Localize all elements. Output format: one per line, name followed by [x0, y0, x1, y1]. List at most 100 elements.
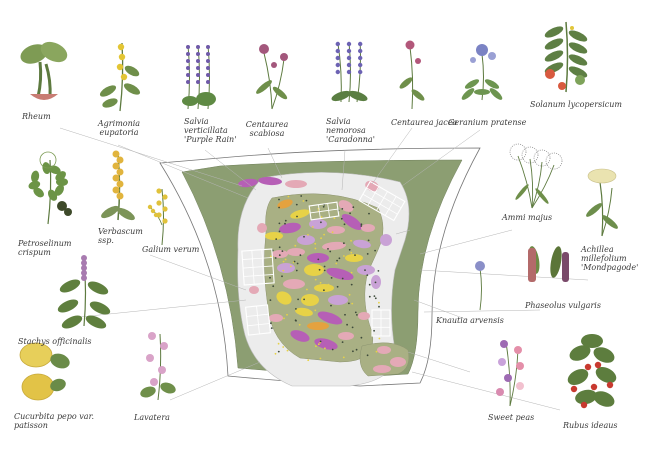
seed-dot — [374, 281, 377, 284]
leaf — [117, 207, 135, 221]
flower — [358, 48, 363, 54]
seed-dot — [341, 341, 344, 343]
leaf — [123, 83, 141, 95]
flower — [570, 26, 574, 30]
seed-dot — [352, 350, 354, 353]
seed-dot — [296, 215, 298, 218]
label-ammi: Ammi majus — [502, 213, 553, 222]
label-centaurea-jacea: Centaurea jacea — [391, 118, 458, 127]
seed-dot — [329, 250, 332, 253]
seed-dot — [296, 262, 299, 265]
stem — [505, 341, 511, 407]
leaf — [182, 96, 198, 106]
leaf — [568, 54, 588, 66]
flower — [186, 45, 190, 49]
seed-dot — [319, 281, 322, 284]
cold-frame — [358, 180, 406, 222]
cucurbita-illustration — [19, 342, 70, 401]
leaf — [399, 77, 413, 89]
planting-blob — [353, 239, 371, 249]
flower — [112, 186, 120, 194]
corner-bed — [359, 342, 410, 377]
leader-line — [341, 149, 346, 191]
seed-dot — [270, 327, 273, 329]
seed-dot — [344, 313, 346, 316]
leaf — [602, 215, 618, 229]
planting-blob — [380, 234, 392, 246]
flower — [206, 52, 210, 56]
seed-dot — [274, 352, 277, 355]
flower — [335, 48, 340, 54]
leader-line — [371, 127, 413, 185]
flower — [81, 255, 87, 261]
seed-dot — [319, 357, 322, 360]
flower — [335, 41, 340, 47]
leaf — [55, 171, 66, 181]
leaf — [33, 187, 44, 198]
seed-dot — [360, 225, 363, 227]
stem — [531, 164, 555, 209]
solanum-illustration — [544, 21, 588, 93]
planting-blob — [283, 279, 305, 289]
stem — [565, 21, 569, 93]
seed-dot — [297, 298, 299, 301]
flower — [81, 270, 87, 276]
seed-dot — [322, 205, 325, 208]
planting-blob — [290, 330, 310, 342]
seed-dot — [311, 226, 314, 228]
flower — [335, 69, 340, 75]
seed-dot — [278, 198, 280, 201]
leaf — [567, 368, 589, 386]
leader-line — [395, 229, 411, 235]
verbascum-illustration — [101, 150, 135, 221]
seed-dot — [377, 270, 380, 272]
planting-blob — [257, 223, 267, 233]
flower — [147, 204, 153, 210]
seed-dot — [341, 277, 344, 280]
leaf — [99, 85, 117, 97]
flower — [206, 66, 210, 70]
label-phaseolus: Phaseolus vulgaris — [525, 301, 601, 310]
flower — [470, 57, 476, 63]
seed-dot — [366, 274, 369, 276]
label-geranium: Geranium pratense — [448, 118, 527, 127]
flower — [150, 378, 158, 386]
knautia-illustration — [475, 261, 485, 311]
leaf — [61, 315, 83, 329]
planting-blob — [277, 199, 293, 209]
planting-blob — [285, 180, 307, 188]
seed-dot — [364, 269, 366, 271]
flower — [116, 156, 124, 164]
leaf — [50, 353, 70, 369]
leader-line — [204, 149, 257, 191]
seed-dot — [348, 302, 350, 305]
geranium-illustration — [461, 44, 503, 101]
leaf — [411, 89, 425, 101]
leaf — [484, 79, 500, 89]
seed-dot — [366, 354, 369, 357]
flower — [196, 73, 200, 77]
leaf — [59, 279, 81, 293]
leaf — [89, 301, 111, 315]
seed-dot — [368, 212, 370, 215]
sweet-peas-illustration — [496, 340, 524, 407]
leaf — [535, 188, 549, 204]
leader-line — [59, 127, 243, 187]
stem — [161, 188, 164, 246]
seed-dot — [314, 278, 317, 281]
planting-blob — [314, 284, 334, 292]
frame-bar — [243, 265, 273, 269]
plant-illustrations — [19, 21, 618, 409]
seed-dot — [373, 329, 375, 332]
flower — [196, 45, 200, 49]
planting-blob — [249, 286, 259, 294]
leaf — [57, 299, 79, 313]
planting-blob — [287, 248, 305, 256]
seed-dot — [281, 275, 283, 278]
flower — [558, 82, 566, 90]
flower — [358, 55, 363, 61]
salvia-caradonna-illustration — [331, 41, 368, 103]
seed-dot — [343, 255, 345, 257]
stem — [271, 58, 285, 110]
